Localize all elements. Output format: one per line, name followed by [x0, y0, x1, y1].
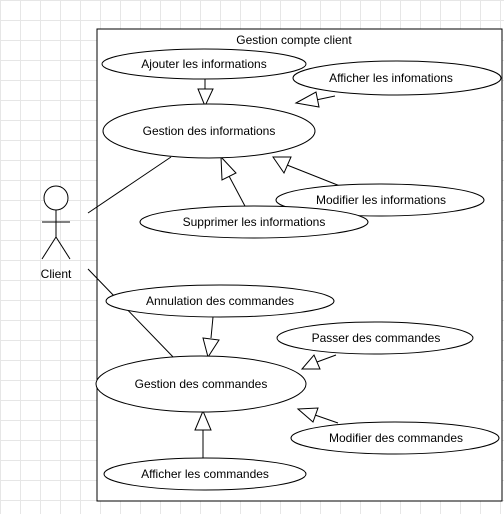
usecase-gestion-commandes[interactable] — [95, 355, 307, 413]
association-client-gestion-informations — [87, 156, 172, 214]
usecase-gestion-informations-label: Gestion des informations — [143, 124, 276, 138]
relation-annulation-to-gestion-cmd — [210, 316, 214, 339]
arrowhead-afficher-cmd — [194, 409, 212, 431]
usecase-gestion-informations[interactable] — [102, 103, 316, 159]
arrowhead-passer — [300, 354, 321, 370]
usecase-modifier-commandes[interactable] — [290, 421, 500, 455]
usecase-gestion-commandes-label: Gestion des commandes — [135, 377, 268, 391]
actor-client-icon[interactable] — [41, 185, 71, 260]
relation-passer-to-gestion-cmd — [316, 354, 337, 363]
actor-client-label: Client — [41, 267, 72, 281]
arrowhead-ajouter — [197, 88, 214, 108]
arrowhead-supprimer — [220, 155, 237, 181]
usecase-supprimer-informations[interactable] — [139, 205, 369, 239]
usecase-afficher-commandes-label: Afficher les commandes — [141, 467, 269, 481]
system-title: Gestion compte client — [236, 33, 352, 47]
usecase-modifier-commandes-label: Modifier des commandes — [329, 431, 463, 445]
relation-modifier-cmd-to-gestion-cmd — [314, 414, 339, 424]
arrowhead-afficher-info — [294, 91, 320, 108]
usecase-modifier-informations-label: Modifier les informations — [316, 193, 446, 207]
usecase-supprimer-informations-label: Supprimer les informations — [183, 215, 326, 229]
usecase-ajouter-informations-label: Ajouter les informations — [141, 57, 266, 71]
association-client-gestion-commandes — [87, 268, 177, 361]
usecase-passer-commandes[interactable] — [276, 321, 474, 355]
arrowhead-modifier-info — [272, 156, 292, 175]
usecase-ajouter-informations[interactable] — [101, 48, 307, 80]
usecase-annulation-commandes[interactable] — [105, 284, 335, 318]
relation-modifier-info-to-gestion-info — [286, 164, 341, 187]
usecase-modifier-informations[interactable] — [275, 183, 485, 217]
arrowhead-modifier-cmd — [296, 407, 319, 423]
usecase-afficher-commandes[interactable] — [103, 457, 307, 491]
arrowhead-annulation — [202, 337, 220, 359]
relation-afficher-info-to-gestion-info — [315, 95, 336, 101]
usecase-annulation-commandes-label: Annulation des commandes — [146, 294, 294, 308]
relation-supprimer-to-gestion-info — [228, 175, 247, 209]
usecase-afficher-infomations-label: Afficher les infomations — [329, 71, 453, 85]
usecase-afficher-infomations[interactable] — [292, 60, 502, 96]
usecase-passer-commandes-label: Passer des commandes — [312, 331, 441, 345]
